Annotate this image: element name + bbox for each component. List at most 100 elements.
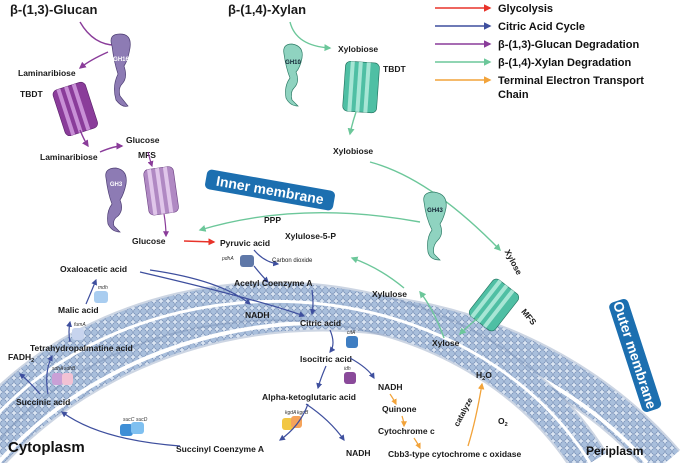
pdhA-enzyme: pdhA — [221, 255, 254, 267]
tbdt-right — [342, 60, 380, 114]
xylulose-to-x5p-arrow — [350, 256, 405, 289]
fumA-enzyme: fumA — [72, 322, 86, 340]
glycolysis-arrow — [183, 238, 216, 246]
mfs-left-label: MFS — [138, 150, 156, 160]
legend-glucan: β-(1,3)-Glucan Degradation — [498, 39, 639, 51]
idh-enzyme: idh — [344, 366, 356, 384]
legend-glycolysis: Glycolysis — [498, 3, 553, 15]
ppp-arrow — [198, 212, 421, 232]
xylulose-5-p: Xylulose-5-P — [285, 231, 336, 241]
tbdt-left-label: TBDT — [20, 89, 43, 99]
nadh-1: NADH — [245, 310, 270, 320]
catalyze-label: catalyze — [452, 396, 475, 428]
gh16-enzyme: GH16 — [110, 33, 131, 107]
xylulose: Xylulose — [372, 289, 407, 299]
glucan-substrate: β-(1,3)-Glucan — [10, 2, 97, 17]
svg-text:sucC: sucC — [123, 417, 135, 423]
suc-enzyme: sucC sucD — [120, 417, 148, 436]
inner-membrane — [0, 281, 608, 463]
legend-tca: Citric Acid Cycle — [498, 21, 585, 33]
xylan-substrate: β-(1,4)-Xylan — [228, 2, 306, 17]
legend-etc: Terminal Electron Transport — [498, 75, 644, 87]
svg-text:Inner membrane: Inner membrane — [215, 173, 325, 208]
alpha-ketoglutaric-acid: Alpha-ketoglutaric acid — [262, 392, 356, 402]
nadh-2: NADH — [378, 382, 403, 392]
succinate-to-thp-arrow — [46, 354, 53, 395]
cbb3-oxidase: Cbb3-type cytochrome c oxidase — [388, 449, 521, 459]
oxaloacetic-acid: Oxaloacetic acid — [60, 264, 127, 274]
svg-text:idh: idh — [344, 366, 351, 372]
svg-text:citA: citA — [347, 330, 356, 336]
xylose-to-xylulose-arrow — [419, 290, 445, 339]
svg-text:GH10: GH10 — [285, 60, 301, 66]
svg-text:GH43: GH43 — [427, 208, 443, 214]
svg-text:GH16: GH16 — [113, 57, 129, 63]
xylobiose-inner: Xylobiose — [333, 146, 373, 156]
kgd-enzyme: kgdA kgdB — [282, 410, 309, 430]
mfs-right-import-arrow — [459, 317, 479, 335]
svg-text:GH3: GH3 — [110, 182, 123, 188]
gh3-enzyme: GH3 — [105, 167, 127, 233]
mfs-right — [468, 278, 520, 332]
glucose-periplasm: Glucose — [126, 135, 160, 145]
glucose-cytoplasm: Glucose — [132, 236, 166, 246]
svg-text:sucD: sucD — [136, 417, 148, 423]
pyruvic-acid: Pyruvic acid — [220, 238, 270, 248]
isocitrate-to-akg-arrow — [316, 365, 327, 390]
svg-text:kgdA: kgdA — [285, 410, 297, 416]
svg-text:fumA: fumA — [74, 322, 86, 328]
legend-etc-line2: Chain — [498, 89, 529, 101]
water: H2O — [476, 370, 492, 382]
svg-text:pdhA: pdhA — [221, 256, 234, 262]
xylan-to-gh10-arrow — [289, 21, 332, 52]
quinone-to-cytc-arrow — [400, 415, 407, 428]
gh16-to-laminaribiose-arrow — [78, 51, 109, 69]
gh10-enzyme: GH10 — [283, 43, 303, 107]
oxygen: O2 — [498, 416, 508, 428]
citric-acid: Citric acid — [300, 318, 341, 328]
sdh-enzyme: sdhA sdhB — [52, 366, 76, 385]
ppp: PPP — [264, 215, 281, 225]
succinate-to-fadh2-arrow — [19, 373, 41, 395]
fadh2: FADH2 — [8, 352, 34, 364]
cytoplasm-label: Cytoplasm — [8, 439, 85, 456]
isocitric-acid: Isocitric acid — [300, 354, 352, 364]
oxaloacetate-to-citrate-arrow — [139, 271, 306, 318]
tbdt-import-arrow — [79, 129, 89, 148]
xylose-periplasm: Xylose — [503, 248, 525, 277]
tbdt-right-label: TBDT — [383, 64, 406, 74]
svg-text:sdhA: sdhA — [52, 366, 64, 372]
xylobiose-outer: Xylobiose — [338, 44, 378, 54]
gh43-enzyme: GH43 — [423, 191, 447, 261]
laminaribiose-inner: Laminaribiose — [40, 152, 98, 162]
svg-text:mdh: mdh — [98, 285, 108, 291]
cytc-to-cbb3-arrow — [413, 437, 421, 450]
succinyl-coa: Succinyl Coenzyme A — [176, 444, 264, 454]
tbdt-right-import-arrow — [347, 111, 357, 136]
malate-to-oxaloacetate-arrow — [85, 278, 98, 305]
periplasm-label: Periplasm — [586, 444, 643, 458]
mfs-import-arrow — [162, 213, 169, 238]
citA-enzyme: citA — [346, 330, 358, 348]
xylose-cytoplasm: Xylose — [432, 338, 460, 348]
citrate-to-isocitrate-arrow — [329, 329, 336, 353]
laminaribiose-to-glucose-arrow — [99, 142, 124, 153]
isocitrate-to-nadh-arrow — [349, 357, 375, 380]
oxaloacetate-to-nadh-arrow — [149, 269, 251, 305]
mdh-enzyme: mdh — [94, 285, 108, 303]
pyruvate-to-co2-arrow — [253, 249, 280, 267]
svg-text:sdhB: sdhB — [64, 366, 76, 372]
quinone: Quinone — [382, 404, 417, 414]
succinic-acid: Succinic acid — [16, 397, 70, 407]
thp-to-malate-arrow — [66, 320, 73, 343]
nadh-to-quinone-arrow — [389, 393, 397, 406]
mfs-left — [143, 166, 179, 216]
acetyl-coa: Acetyl Coenzyme A — [234, 278, 313, 288]
akg-to-nadh-arrow — [305, 403, 345, 441]
glucose-to-mfs-arrow — [147, 151, 154, 168]
pyruvate-to-acetylcoa-arrow — [253, 265, 269, 283]
legend-xylan: β-(1,4)-Xylan Degradation — [498, 57, 632, 69]
mfs-right-label: MFS — [519, 307, 538, 327]
laminaribiose-outer: Laminaribiose — [18, 68, 76, 78]
